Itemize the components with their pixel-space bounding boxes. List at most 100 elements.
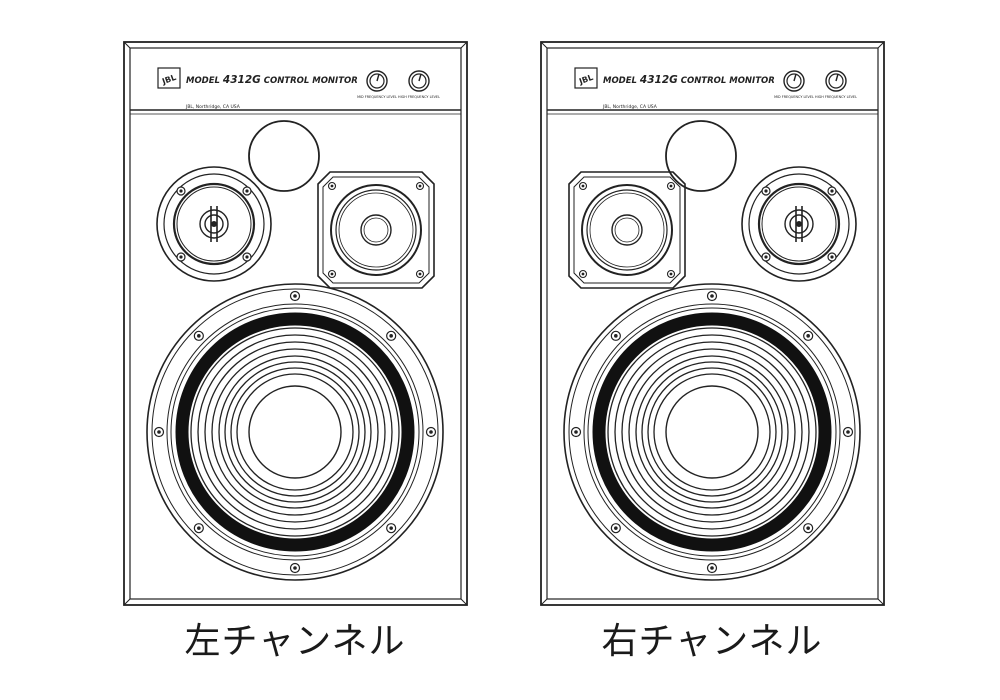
screw-center (614, 526, 618, 530)
midrange-driver (317, 171, 435, 289)
screw-center (418, 184, 422, 188)
high-frequency-level-knob: HIGH FREQUENCY LEVEL (815, 70, 857, 99)
midrange-surround (330, 184, 422, 276)
tweeter-faceplate (156, 166, 272, 282)
woofer-cone-ring (204, 341, 386, 523)
woofer-cone-ring (621, 341, 803, 523)
screw-center (830, 189, 834, 193)
midrange-dust-cap (360, 214, 392, 246)
model-prefix: MODEL (186, 76, 223, 86)
model-title: MODEL 4312G CONTROL MONITOR (603, 74, 775, 86)
knob-inner (369, 73, 385, 89)
knob-outer-icon (825, 70, 847, 92)
woofer (563, 283, 861, 581)
woofer-cone-ring (197, 334, 393, 530)
screw-center (418, 272, 422, 276)
knob-pointer (793, 73, 797, 82)
woofer-frame (151, 288, 439, 576)
cabinet-bevel (460, 598, 468, 606)
woofer-cone-ring (614, 334, 810, 530)
screw-center (330, 184, 334, 188)
knob-label: MID FREQUENCY LEVEL (774, 95, 814, 99)
screw-center (764, 189, 768, 193)
woofer-gasket (166, 303, 424, 561)
screw-center (157, 430, 161, 434)
screw-center (245, 255, 249, 259)
screw-center (179, 255, 183, 259)
woofer-gasket-inner (170, 307, 420, 557)
screw-center (293, 294, 297, 298)
midrange-frame-inner (322, 176, 430, 284)
mid-frequency-level-knob: MID FREQUENCY LEVEL (774, 70, 814, 99)
knob-label: MID FREQUENCY LEVEL (357, 95, 397, 99)
cabinet-bevel (540, 41, 548, 49)
tweeter-flange (748, 173, 850, 275)
midrange-cone-line (589, 192, 665, 268)
screw-center (614, 334, 618, 338)
knob-pointer (835, 73, 839, 82)
screw-center (830, 255, 834, 259)
model-number: 4312G (639, 74, 678, 86)
knob-inner (828, 73, 844, 89)
midrange-frame-inner (573, 176, 681, 284)
knob-label: HIGH FREQUENCY LEVEL (398, 95, 440, 99)
knob-outer-icon (408, 70, 430, 92)
screw-center (293, 566, 297, 570)
screw-center (245, 189, 249, 193)
woofer-frame (568, 288, 856, 576)
cabinet-bevel (877, 41, 885, 49)
woofer-cone-ring (607, 327, 817, 537)
screw-center (179, 189, 183, 193)
screw-center (197, 526, 201, 530)
woofer-cone-ring (653, 373, 771, 491)
mid-frequency-level-knob: MID FREQUENCY LEVEL (357, 70, 397, 99)
screw-center (669, 272, 673, 276)
midrange-surround (581, 184, 673, 276)
screw-center (429, 430, 433, 434)
origin-label: JBL, Northridge, CA USA (185, 104, 241, 110)
tweeter-center-cap (211, 221, 217, 227)
high-frequency-level-knob: HIGH FREQUENCY LEVEL (398, 70, 440, 99)
midrange-dust-cap (611, 214, 643, 246)
woofer-gasket-inner (587, 307, 837, 557)
screw-center (846, 430, 850, 434)
tweeter (741, 166, 857, 282)
woofer (146, 283, 444, 581)
screw-center (330, 272, 334, 276)
screw-center (710, 294, 714, 298)
tweeter-dome-inner (789, 214, 809, 234)
cabinet-bevel (460, 41, 468, 49)
tweeter-dome (784, 209, 814, 239)
woofer-cone-ring (230, 367, 360, 497)
woofer-surround (175, 312, 415, 552)
tweeter-flange (163, 173, 265, 275)
knob-label: HIGH FREQUENCY LEVEL (815, 95, 857, 99)
screw-center (389, 334, 393, 338)
tweeter-dome-inner (204, 214, 224, 234)
woofer-cone-ring (211, 348, 379, 516)
screw-center (669, 184, 673, 188)
knob-pointer (418, 73, 422, 82)
tweeter-faceplate (741, 166, 857, 282)
screw-center (197, 334, 201, 338)
knob-outer-icon (366, 70, 388, 92)
midrange-frame (317, 171, 435, 289)
cabinet-bevel (123, 41, 131, 49)
model-title: MODEL 4312G CONTROL MONITOR (186, 74, 358, 86)
model-prefix: MODEL (603, 76, 640, 86)
woofer-cone-ring (190, 327, 400, 537)
woofer-frame-outer (563, 283, 861, 581)
screw-center (581, 272, 585, 276)
screw-center (764, 255, 768, 259)
midrange-cone (586, 189, 668, 271)
screw-center (806, 334, 810, 338)
left-channel-caption: 左チャンネル (184, 621, 406, 662)
cabinet-bevel (540, 598, 548, 606)
jbl-logo-box (157, 67, 181, 89)
knob-inner (411, 73, 427, 89)
knob-pointer (376, 73, 380, 82)
midrange-driver (568, 171, 686, 289)
baffle-outline (129, 47, 462, 600)
